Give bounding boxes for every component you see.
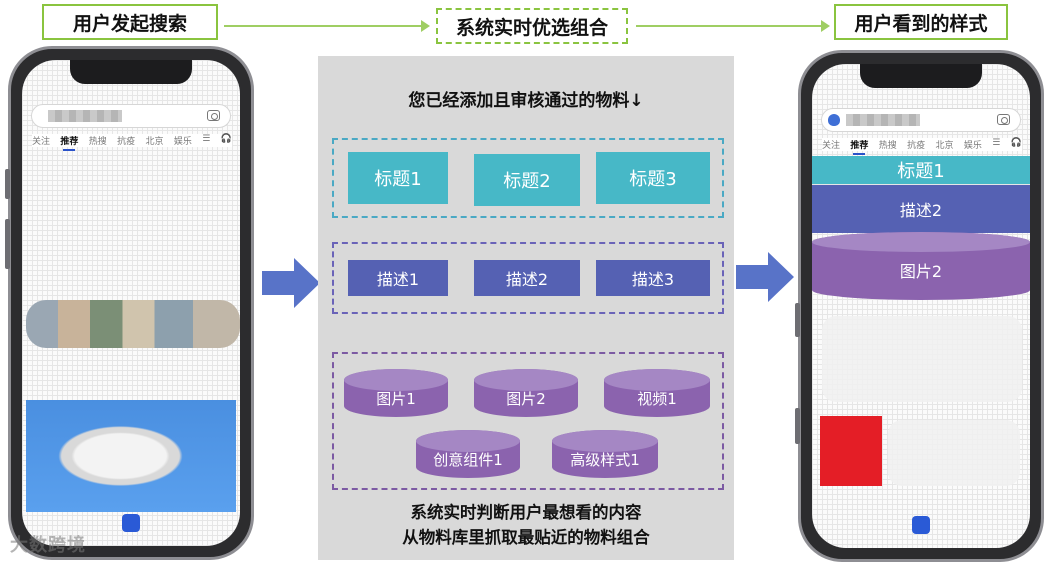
desc-group — [332, 242, 724, 314]
composed-ad-image[interactable]: 图片2 — [812, 232, 1030, 300]
phone-nav-tabs: 关注 推荐 热搜 抗疫 北京 娱乐 ☰ 🎧 — [822, 138, 1022, 155]
left-phone: 关注 推荐 热搜 抗疫 北京 娱乐 ☰ 🎧 — [5, 46, 254, 560]
tab-epidemic[interactable]: 抗疫 — [117, 137, 136, 147]
paw-logo-icon — [828, 114, 840, 126]
media-item-image-1: 图片1 — [344, 369, 448, 417]
blurred-query — [48, 110, 122, 122]
phone-notch — [70, 60, 192, 84]
flow-arrow-2 — [636, 20, 830, 32]
panel-title: 您已经添加且审核通过的物料↓ — [408, 91, 644, 111]
media-item-image-2: 图片2 — [474, 369, 578, 417]
blurred-image-strip — [26, 300, 240, 348]
tab-recommend[interactable]: 推荐 — [60, 134, 78, 151]
media-item-video-1: 视频1 — [604, 369, 710, 417]
title-item-3: 标题3 — [596, 152, 710, 204]
tab-entertainment[interactable]: 娱乐 — [963, 141, 982, 151]
tab-epidemic[interactable]: 抗疫 — [907, 141, 926, 151]
tab-beijing[interactable]: 北京 — [145, 137, 164, 147]
title-item-1: 标题1 — [348, 152, 448, 204]
arrow-right-icon — [736, 252, 794, 302]
tab-beijing[interactable]: 北京 — [935, 141, 954, 151]
search-input[interactable] — [31, 104, 231, 128]
tab-follow[interactable]: 关注 — [32, 137, 51, 147]
media-item-advanced-style-1: 高级样式1 — [552, 430, 658, 478]
blurred-query — [846, 114, 920, 126]
media-group — [332, 352, 724, 490]
home-tab-icon[interactable] — [912, 516, 930, 534]
right-phone-screen: 关注 推荐 热搜 抗疫 北京 娱乐 ☰ 🎧 标题1 描述2 图片2 — [812, 64, 1030, 548]
footer-line-1: 系统实时判断用户最想看的内容 — [410, 503, 642, 522]
headphone-icon[interactable]: 🎧 — [220, 134, 232, 144]
tab-recommend[interactable]: 推荐 — [850, 138, 868, 155]
tab-follow[interactable]: 关注 — [822, 141, 841, 151]
camera-icon[interactable] — [997, 114, 1010, 125]
headphone-icon[interactable]: 🎧 — [1010, 138, 1022, 148]
title-item-2: 标题2 — [474, 154, 580, 206]
footer-line-2: 从物料库里抓取最贴近的物料组合 — [402, 528, 650, 547]
desc-item-2: 描述2 — [474, 260, 580, 296]
material-library-panel: 您已经添加且审核通过的物料↓ 标题1 标题2 标题3 描述1 描述2 描述3 图… — [318, 56, 734, 560]
composed-ad-title[interactable]: 标题1 — [812, 156, 1030, 184]
blurred-content — [822, 316, 1022, 402]
menu-icon[interactable]: ☰ — [992, 138, 1001, 148]
step-label-user-search: 用户发起搜索 — [42, 4, 218, 40]
tab-hot[interactable]: 热搜 — [878, 141, 897, 151]
arrow-right-icon — [262, 258, 320, 308]
composed-ad-description[interactable]: 描述2 — [812, 185, 1030, 233]
desc-item-1: 描述1 — [348, 260, 448, 296]
phone-notch — [860, 64, 982, 88]
desc-item-3: 描述3 — [596, 260, 710, 296]
panel-footer: 系统实时判断用户最想看的内容 从物料库里抓取最贴近的物料组合 — [318, 500, 734, 550]
menu-icon[interactable]: ☰ — [202, 134, 211, 144]
step-label-user-sees: 用户看到的样式 — [834, 4, 1008, 40]
left-phone-screen: 关注 推荐 热搜 抗疫 北京 娱乐 ☰ 🎧 — [22, 60, 240, 546]
home-tab-icon[interactable] — [122, 514, 140, 532]
step-label-system-select: 系统实时优选组合 — [436, 8, 628, 44]
media-item-component-1: 创意组件1 — [416, 430, 520, 478]
blurred-ad-image — [26, 400, 236, 512]
tab-entertainment[interactable]: 娱乐 — [173, 137, 192, 147]
watermark: 大数跨境 — [10, 535, 86, 556]
right-phone: 关注 推荐 热搜 抗疫 北京 娱乐 ☰ 🎧 标题1 描述2 图片2 — [795, 50, 1044, 562]
blurred-red-thumbnail — [820, 416, 882, 486]
tab-hot[interactable]: 热搜 — [88, 137, 107, 147]
camera-icon[interactable] — [207, 110, 220, 121]
flow-arrow-1 — [224, 20, 430, 32]
search-input[interactable] — [821, 108, 1021, 132]
blurred-content — [888, 420, 1020, 486]
title-group — [332, 138, 724, 218]
phone-nav-tabs: 关注 推荐 热搜 抗疫 北京 娱乐 ☰ 🎧 — [32, 134, 232, 151]
